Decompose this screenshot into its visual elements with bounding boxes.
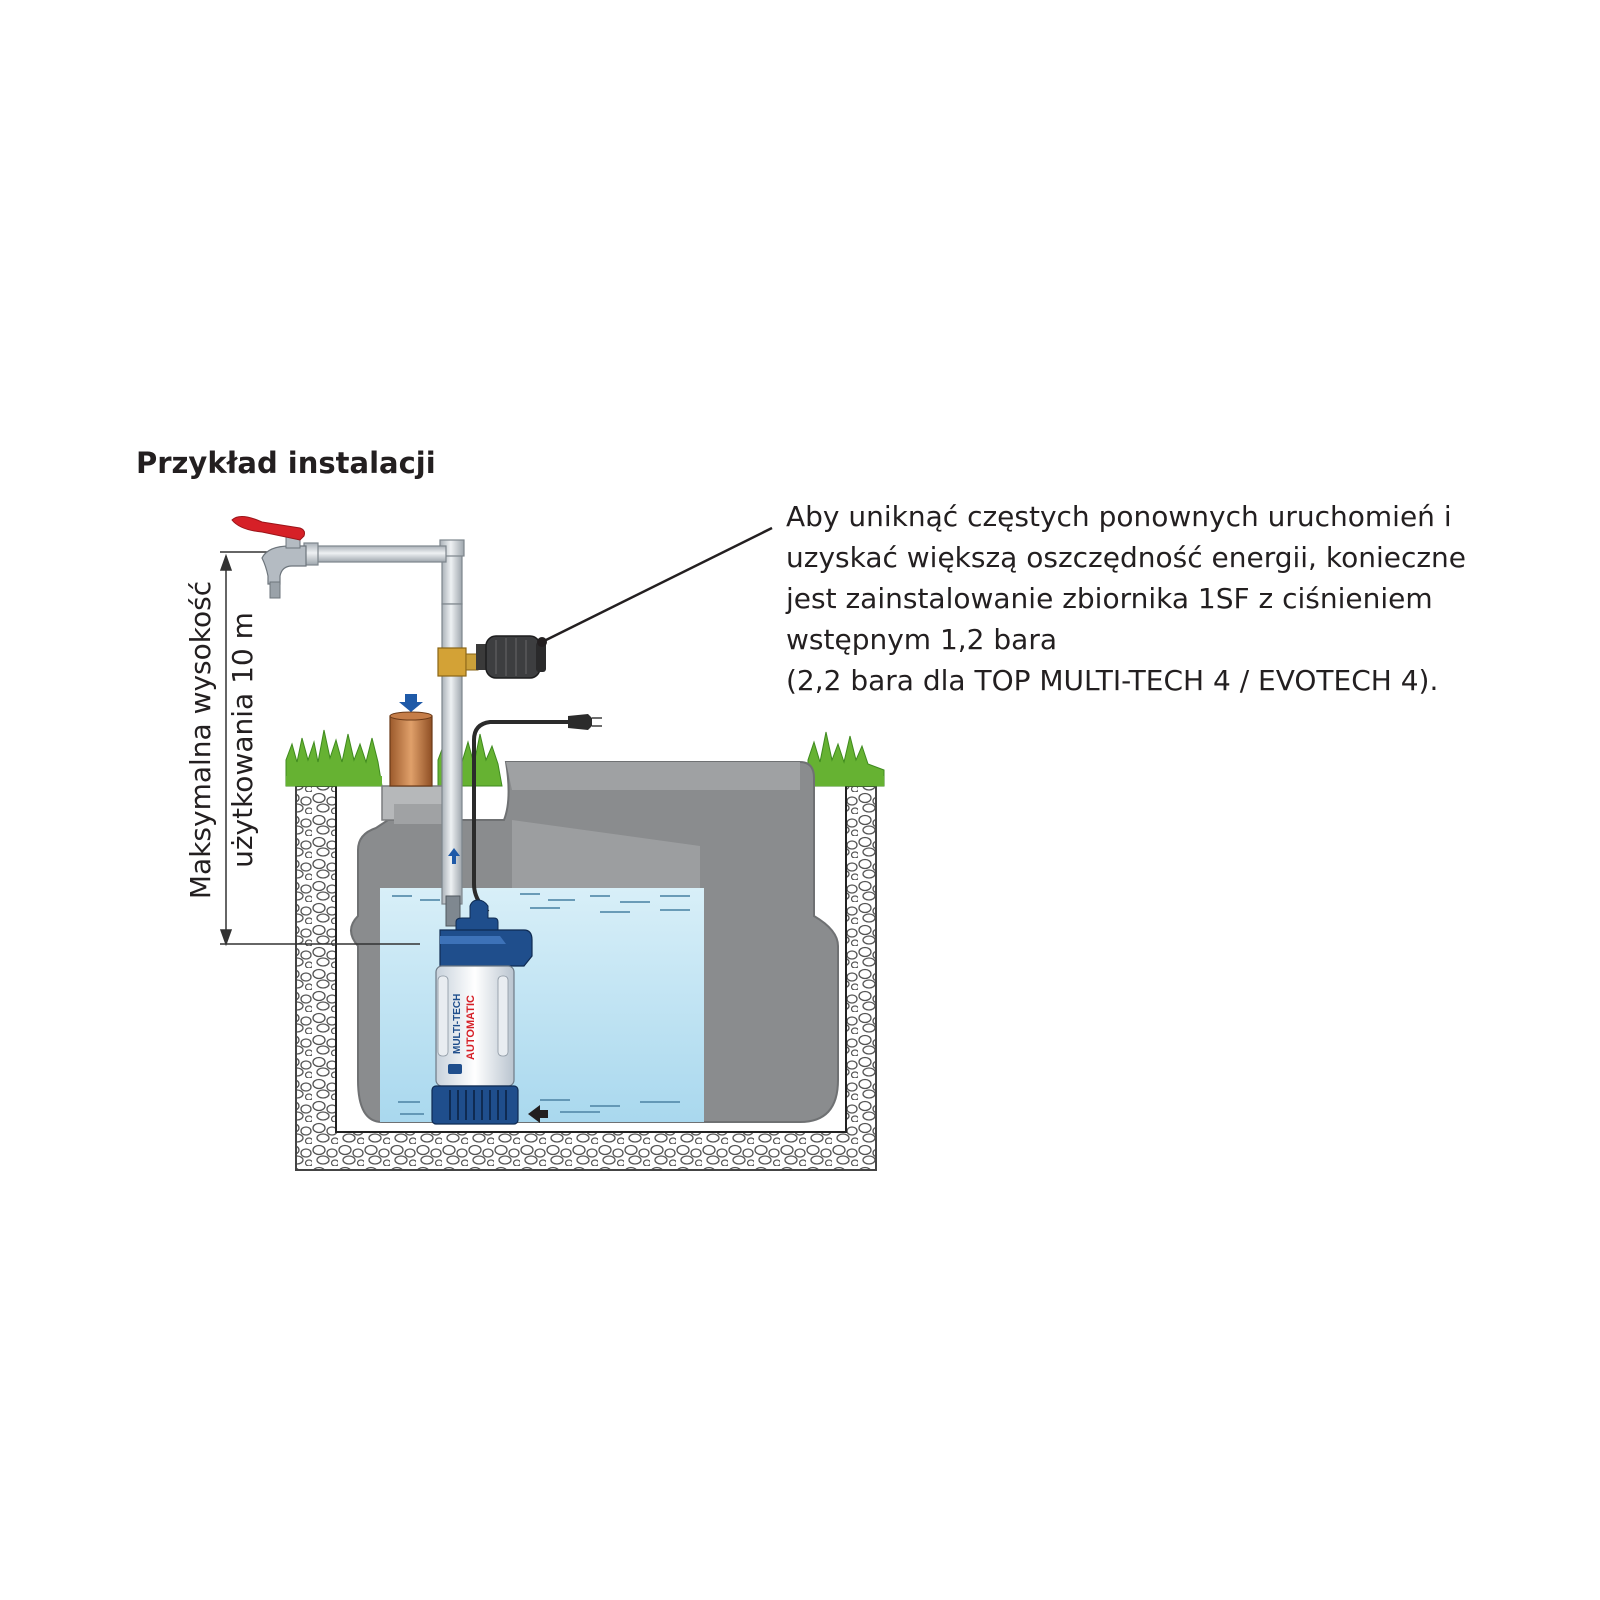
pressure-tank — [476, 635, 546, 679]
note-line: wstępnym 1,2 bara — [786, 623, 1057, 656]
water — [380, 888, 704, 1122]
intake-arrow-icon — [528, 1105, 548, 1123]
inlet-pipe — [389, 694, 433, 787]
note-line: uzyskać większą oszczędność energii, kon… — [786, 541, 1467, 574]
faucet — [231, 516, 307, 599]
faucet-handle — [231, 516, 305, 541]
submersible-pump: MULTI-TECH AUTOMATIC — [431, 899, 548, 1125]
pump-model-label: AUTOMATIC — [465, 995, 477, 1060]
discharge-pipe — [303, 539, 479, 927]
flow-up-arrow-icon — [448, 848, 460, 864]
note-line: jest zainstalowanie zbiornika 1SF z ciśn… — [786, 582, 1433, 615]
callout-line — [537, 526, 773, 647]
diagram-title: Przykład instalacji — [136, 446, 436, 480]
height-dimension — [219, 551, 420, 947]
inlet-arrow-icon — [399, 694, 423, 712]
tank-note: Aby uniknąć częstych ponownych uruchomie… — [786, 496, 1586, 701]
pump-brand-label: MULTI-TECH — [452, 994, 463, 1054]
plug-icon — [568, 714, 592, 730]
note-line: Aby uniknąć częstych ponownych uruchomie… — [786, 500, 1452, 533]
note-line: (2,2 bara dla TOP MULTI-TECH 4 / EVOTECH… — [786, 664, 1439, 697]
